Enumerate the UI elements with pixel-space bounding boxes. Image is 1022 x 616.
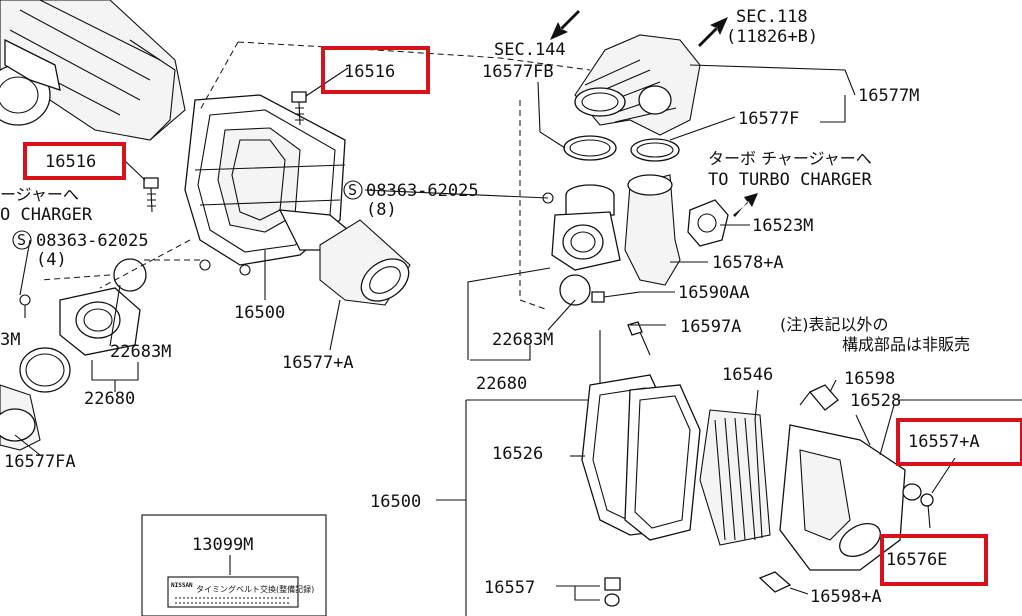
label-note-1: (注)表記以外の — [780, 315, 889, 334]
label-16577fb: 16577FB — [482, 62, 554, 82]
label-16598: 16598 — [844, 369, 895, 389]
label-08363-mid-qty: (8) — [366, 200, 397, 220]
bolt-16516-left — [143, 177, 159, 213]
bolt-16516-top — [291, 91, 307, 126]
element-seal-16546 — [624, 384, 701, 541]
label-08363-left-qty: (4) — [36, 250, 67, 270]
label-08363-left: 08363-62025 — [36, 231, 149, 251]
clamp-and-duct-left — [0, 347, 71, 451]
label-22683m-mid: 22683M — [492, 330, 553, 350]
label-16528: 16528 — [850, 391, 901, 411]
sticker-text: タイミングベルト交換(整備記録) — [196, 584, 314, 594]
maf-flange — [542, 184, 621, 271]
clip-16598a — [758, 571, 792, 593]
label-sec118: SEC.118 — [736, 7, 808, 27]
label-16557a: 16557+A — [908, 432, 980, 452]
s-mark-mid: S — [343, 180, 363, 200]
arrow-turbo-mid — [733, 193, 758, 217]
label-22680-left: 22680 — [84, 389, 135, 409]
label-16516-top: 16516 — [344, 62, 395, 82]
cover-16528 — [779, 424, 906, 571]
label-16598a: 16598+A — [810, 587, 882, 607]
label-note-2: 構成部品は非販売 — [842, 335, 970, 354]
s-mark-left-letter: S — [17, 231, 26, 249]
label-16523m: 16523M — [752, 216, 813, 236]
clamp-16577f — [630, 138, 680, 162]
label-turbo-en: TO TURBO CHARGER — [708, 170, 873, 190]
label-16577m: 16577M — [858, 86, 919, 106]
label-16500-mid: 16500 — [234, 303, 285, 323]
highlight-16516-left — [23, 142, 126, 180]
seal-22683m-mid — [559, 274, 591, 306]
detail-box-16500 — [465, 330, 1022, 616]
label-16590aa: 16590AA — [678, 283, 750, 303]
clamp-16577fb — [563, 135, 617, 161]
duct-16578a — [624, 174, 681, 286]
sticker-13099m-box: 13099M NISSAN タイミングベルト交換(整備記録) — [141, 514, 327, 616]
sticker-brand: NISSAN — [171, 582, 193, 589]
intake-duct-left — [0, 0, 186, 141]
label-22680-mid: 22680 — [476, 374, 527, 394]
label-11826b: (11826+B) — [726, 27, 818, 47]
arrow-sec118 — [698, 17, 728, 47]
label-16577a: 16577+A — [282, 353, 354, 373]
label-3m: 3M — [0, 330, 20, 350]
label-turbo-jp: ターボ チャージャーへ — [708, 149, 872, 168]
dashed-guides — [39, 41, 591, 311]
mount-16557 — [604, 577, 621, 607]
highlight-16516-top — [321, 46, 430, 94]
flange-gasket-left — [19, 258, 147, 356]
clip-16598 — [799, 384, 839, 411]
label-16576e: 16576E — [886, 550, 947, 570]
label-16557: 16557 — [484, 578, 535, 598]
highlight-16576e — [880, 534, 988, 586]
label-16546: 16546 — [722, 365, 773, 385]
gasket-16523m — [687, 199, 729, 247]
label-16577f: 16577F — [738, 109, 799, 129]
label-16577fa: 16577FA — [4, 452, 76, 472]
label-sec144: SEC.144 — [494, 40, 566, 60]
label-16578a: 16578+A — [712, 253, 784, 273]
label-16516-left: 16516 — [45, 152, 96, 172]
filter-element-16546 — [699, 409, 771, 546]
arrow-sec144 — [550, 10, 580, 40]
label-16526: 16526 — [492, 444, 543, 464]
sensor-16597a — [627, 321, 651, 356]
label-08363-mid: 08363-62025 — [366, 181, 479, 201]
highlight-16557a — [896, 418, 1022, 466]
s-mark-left: S — [12, 230, 32, 250]
s-mark-mid-letter: S — [348, 181, 357, 199]
bolt-16590aa — [591, 291, 641, 303]
turbo-inlet-duct — [574, 34, 701, 136]
leader-lines — [14, 64, 956, 601]
label-turbo-en-left: O CHARGER — [0, 205, 93, 225]
label-16597a: 16597A — [680, 317, 741, 337]
air-cleaner-assembly-mid — [184, 94, 411, 306]
grommet-16557a — [902, 483, 934, 507]
label-turbo-jp-left: ージャーへ — [0, 185, 79, 204]
label-16500-box: 16500 — [370, 492, 421, 512]
label-22683m-left: 22683M — [110, 342, 171, 362]
label-13099m: 13099M — [192, 535, 253, 555]
